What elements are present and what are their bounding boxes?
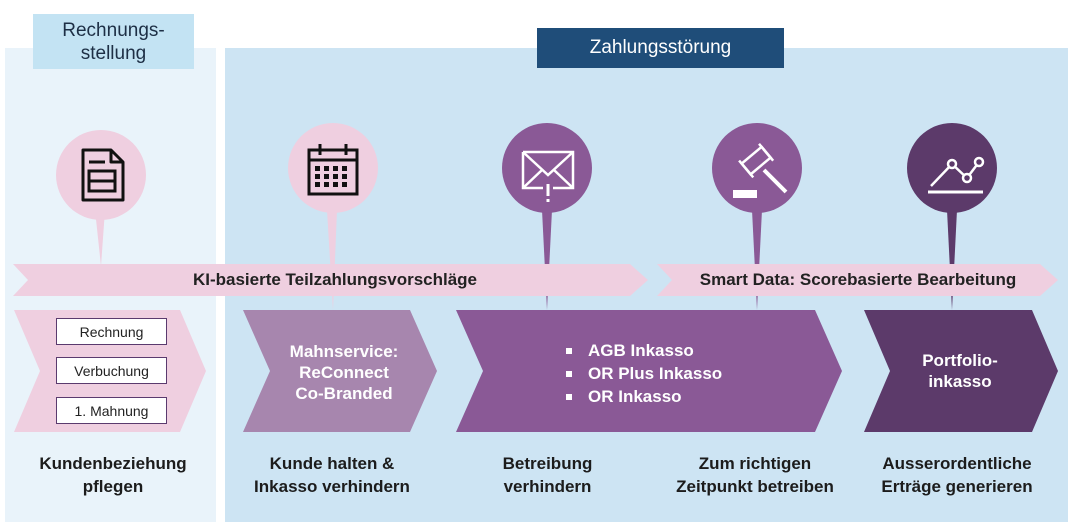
pin-3	[502, 123, 592, 310]
stage-3-item: OR Plus Inkasso	[566, 362, 722, 385]
gavel-icon	[733, 143, 788, 198]
caption-2: Kunde halten & Inkasso verhindern	[254, 454, 410, 496]
stage-1-item: Rechnung	[56, 318, 167, 345]
caption-5: Ausserordentliche Erträge generieren	[881, 454, 1033, 496]
bullet-icon	[566, 347, 572, 354]
caption-3: Betreibung verhindern	[502, 454, 593, 496]
stage-3-chevron	[456, 310, 842, 432]
calendar-icon	[307, 144, 359, 196]
caption-1: Kundenbeziehung pflegen	[39, 454, 187, 496]
envelope-alert-icon	[521, 150, 575, 202]
stage-1-item: Verbuchung	[56, 357, 167, 384]
stage-4-text: Portfolio- inkasso	[922, 351, 998, 391]
band-arrow-right	[657, 264, 1058, 296]
payment-disruption-header: Zahlungsstörung	[537, 28, 784, 68]
stage-4-chevron	[864, 310, 1058, 432]
band-arrow-left	[13, 264, 648, 296]
invoice-icon	[81, 148, 125, 202]
stage-3-list: AGB Inkasso OR Plus Inkasso OR Inkasso	[566, 339, 722, 408]
band-label-left: KI-basierte Teilzahlungsvorschläge	[192, 270, 478, 289]
billing-header: Rechnungs- stellung	[33, 14, 194, 69]
stage-1-item: 1. Mahnung	[56, 397, 167, 424]
stage-3-item: OR Inkasso	[566, 385, 722, 408]
bullet-icon	[566, 393, 572, 400]
band-label-right: Smart Data: Scorebasierte Bearbeitung	[699, 270, 1017, 289]
line-chart-icon	[928, 156, 985, 194]
bullet-icon	[566, 370, 572, 377]
stage-3-item: AGB Inkasso	[566, 339, 722, 362]
caption-4: Zum richtigen Zeitpunkt betreiben	[676, 454, 834, 496]
stage-2-chevron	[243, 310, 437, 432]
stage-2-text: Mahnservice: ReConnect Co-Branded	[289, 341, 399, 403]
